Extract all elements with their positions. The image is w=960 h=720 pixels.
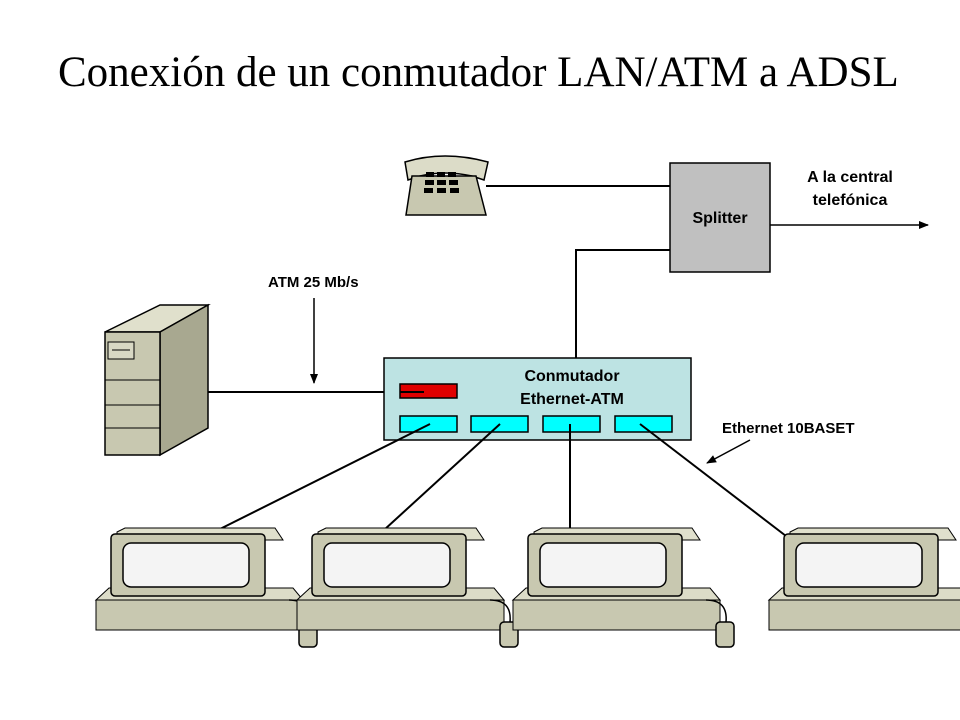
telephone-icon (404, 155, 489, 216)
ethernet-label: Ethernet 10BASET (722, 420, 855, 437)
ethernet-port-4 (614, 415, 673, 433)
central-label-line2: telefónica (813, 192, 888, 209)
splitter-label: Splitter (692, 210, 747, 227)
computer-icon-4 (768, 527, 960, 648)
computer-icon-1 (95, 527, 318, 648)
cable-pc-2 (383, 423, 501, 531)
cable-pc-4 (639, 423, 787, 537)
computer-icon-3 (512, 527, 735, 648)
atm-label: ATM 25 Mb/s (268, 274, 359, 291)
computer-icon-2 (296, 527, 519, 648)
adsl-line (575, 249, 670, 358)
splitter-box (669, 162, 771, 273)
ethernet-port-3 (542, 415, 601, 433)
central-label-line1: A la central (807, 169, 893, 186)
ethernet-arrow (706, 439, 751, 464)
server-icon (104, 303, 211, 457)
switch-label-line2: Ethernet-ATM (520, 391, 624, 408)
cable-pc-1 (189, 423, 431, 545)
switch-label-line1: Conmutador (524, 368, 619, 385)
page-title: Conexión de un conmutador LAN/ATM a ADSL (58, 49, 899, 96)
